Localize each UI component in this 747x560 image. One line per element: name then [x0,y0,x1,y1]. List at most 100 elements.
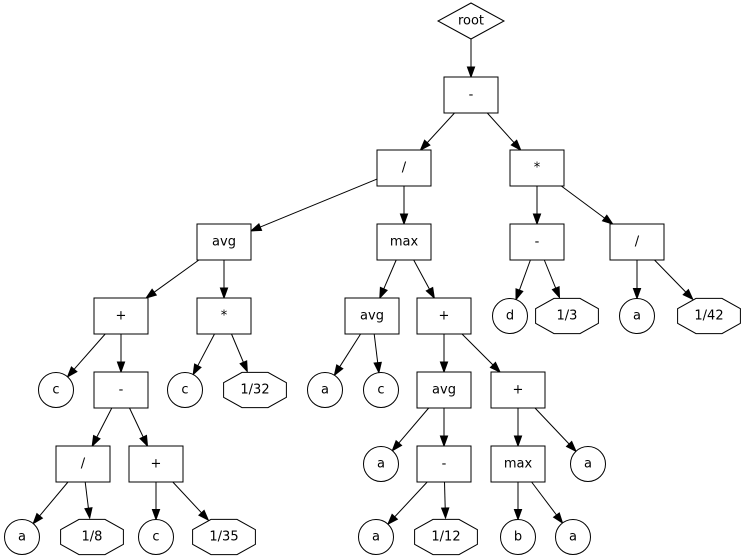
node-n_avg1: avg [196,223,252,261]
arrowhead-icon [249,222,263,232]
node-n_div2: / [609,223,665,261]
edge-n_mul1-to-n_div2 [561,185,614,225]
node-c_1_35: 1/35 [192,518,256,556]
node-root: root [436,2,506,40]
edge-n_minus4-to-c_1_12 [440,481,450,520]
edge-line [172,481,202,514]
edge-line [461,333,494,366]
operator-box [376,149,432,187]
node-n_plus2: + [416,297,472,335]
variable-circle [492,298,528,334]
node-label: avg [432,383,456,398]
operator-box [416,371,472,409]
node-label: a [372,530,380,545]
node-l_d: d [492,298,528,334]
edge-n_plus2-to-n_plus3 [461,333,502,374]
node-label: - [119,383,124,398]
variable-circle [570,446,606,482]
edge-n_minus3-to-n_plus4 [129,407,149,448]
arrowhead-icon [84,507,93,520]
constant-octagon [535,297,599,335]
arrowhead-icon [513,435,523,448]
node-label: - [442,457,447,472]
arrowhead-icon [439,361,449,374]
node-label: b [514,530,522,545]
node-label: - [535,235,540,250]
arrowhead-icon [379,286,388,300]
edge-n_div1-to-n_max1 [399,186,409,226]
edge-line [231,333,244,363]
node-label: / [402,161,407,176]
constant-octagon [414,518,478,556]
edge-line [413,259,430,290]
node-label: a [633,309,641,324]
edges-layer [32,39,694,526]
edge-n_minus_top-to-n_div1 [419,112,455,152]
edge-root-to-n_minus_top [466,39,476,79]
node-n_mul2: * [196,297,252,335]
node-label: root [458,14,484,29]
operator-box [55,445,111,483]
operator-box [128,445,184,483]
node-label: c [152,530,159,545]
operator-box [416,445,472,483]
node-l_c2: c [167,372,203,408]
edge-n_plus3-to-l_a4 [534,407,578,453]
edge-n_max2-to-l_a7 [531,481,564,525]
variable-circle [555,519,591,555]
arrowhead-icon [565,440,578,453]
node-n_minus3: - [93,371,149,409]
edge-line [129,407,144,438]
node-n_minus2: - [509,223,565,261]
arrowhead-icon [425,286,436,300]
node-n_plus3: + [490,371,546,409]
edge-n_plus2-to-n_avg3 [439,334,449,374]
variable-circle [363,372,399,408]
edge-n_minus2-to-c_1_3 [543,259,561,299]
node-label: 1/8 [82,530,103,545]
arrowhead-icon [515,288,524,301]
edge-n_avg2-to-l_a2 [333,333,362,377]
node-l_a2: a [307,372,343,408]
arrowhead-icon [440,507,450,520]
node-n_max1: max [376,223,432,261]
variable-circle [500,519,536,555]
operator-box [509,149,565,187]
arrowhead-icon [399,213,409,226]
edge-line [197,333,215,366]
edge-n_avg1-to-n_mul2 [219,260,229,300]
node-l_a6: a [358,519,394,555]
edge-line [518,259,531,291]
operator-box [93,297,149,335]
operator-box [490,371,546,409]
edge-line [543,259,557,289]
arrowhead-icon [219,287,229,300]
edge-line [84,481,89,509]
edge-line [383,259,397,289]
node-label: a [377,457,385,472]
arrowhead-icon [91,434,101,448]
arrowhead-icon [439,435,449,448]
node-label: - [469,88,474,103]
operator-box [416,297,472,335]
node-label: 1/42 [694,309,723,324]
variable-circle [138,519,174,555]
variable-circle [38,372,74,408]
edge-n_max1-to-n_plus2 [413,259,436,300]
edge-line [561,185,605,219]
node-n_max2: max [490,445,546,483]
node-n_mul1: * [509,149,565,187]
arrowhead-icon [32,512,44,525]
edge-n_minus3-to-n_div3 [91,407,113,448]
node-label: 1/35 [209,530,238,545]
node-l_c1: c [38,372,74,408]
node-label: 1/12 [431,530,460,545]
edge-n_max1-to-n_avg2 [379,259,397,300]
node-label: / [635,235,640,250]
node-n_minus4: - [416,445,472,483]
variable-circle [307,372,343,408]
arrowhead-icon [419,139,431,152]
edge-n_max2-to-l_b [513,482,523,521]
